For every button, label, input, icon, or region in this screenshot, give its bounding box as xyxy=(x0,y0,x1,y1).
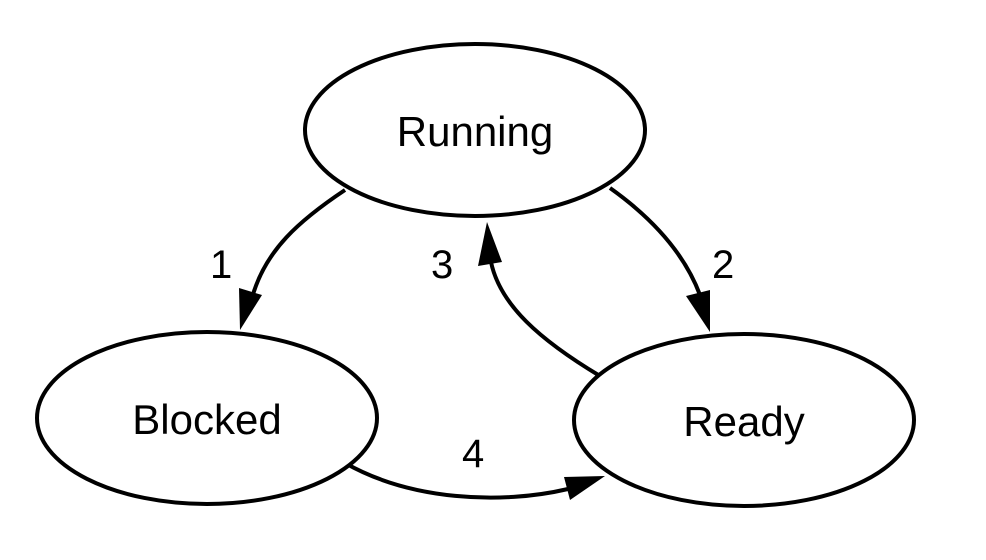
transition-label-4: 4 xyxy=(462,432,484,476)
edge-running-to-blocked xyxy=(250,188,347,299)
state-running-shape xyxy=(303,42,647,218)
state-blocked-shape xyxy=(35,330,379,506)
transition-label-2: 2 xyxy=(712,243,734,287)
transition-1: 1 xyxy=(210,188,347,330)
transition-label-1: 1 xyxy=(210,243,232,287)
edge-running-to-ready xyxy=(608,186,702,296)
transition-label-3: 3 xyxy=(431,243,453,287)
arrowhead-1 xyxy=(239,288,262,330)
transition-4: 4 xyxy=(344,432,605,500)
state-running: Running xyxy=(303,42,647,218)
state-blocked-label: Blocked xyxy=(132,396,281,443)
transition-3: 3 xyxy=(431,222,602,378)
edge-ready-to-running xyxy=(489,261,602,378)
arrowhead-2 xyxy=(686,290,710,332)
transition-2: 2 xyxy=(608,186,734,332)
state-ready: Ready xyxy=(572,332,916,508)
arrowhead-3 xyxy=(478,222,502,266)
state-ready-label: Ready xyxy=(683,398,804,445)
state-running-label: Running xyxy=(397,108,553,155)
edge-blocked-to-ready xyxy=(344,461,569,500)
state-blocked: Blocked xyxy=(35,330,379,506)
state-ready-shape xyxy=(572,332,916,508)
arrowhead-4 xyxy=(564,476,605,500)
